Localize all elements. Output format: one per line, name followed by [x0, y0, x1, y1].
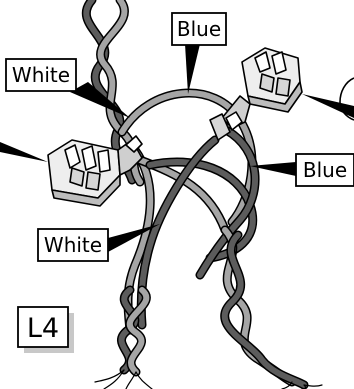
- leader-blue-right: [250, 162, 296, 176]
- label-blue-top: Blue: [171, 12, 227, 46]
- label-blue-right: Blue: [295, 153, 354, 187]
- label-white-top: White: [5, 58, 77, 92]
- leader-left-edge: [0, 142, 48, 162]
- leader-blue-top: [185, 44, 200, 94]
- leader-white-bottom: [108, 224, 160, 252]
- right-connector: [209, 47, 303, 141]
- right-connector-wires: [136, 125, 260, 330]
- left-connector: [47, 135, 143, 207]
- label-blue-right-text: Blue: [303, 158, 347, 182]
- step-badge-text: L4: [27, 313, 59, 344]
- twisted-pair-bottom-right: [220, 225, 323, 389]
- label-white-bottom: White: [37, 228, 109, 262]
- twisted-pair-bottom-left: [94, 285, 153, 389]
- leader-white-top: [70, 82, 130, 118]
- label-blue-top-text: Blue: [177, 17, 221, 41]
- label-white-top-text: White: [12, 63, 70, 87]
- leader-arrows: [0, 44, 354, 252]
- leader-right-edge: [302, 94, 354, 118]
- step-badge: L4: [17, 306, 74, 353]
- label-white-bottom-text: White: [44, 233, 102, 257]
